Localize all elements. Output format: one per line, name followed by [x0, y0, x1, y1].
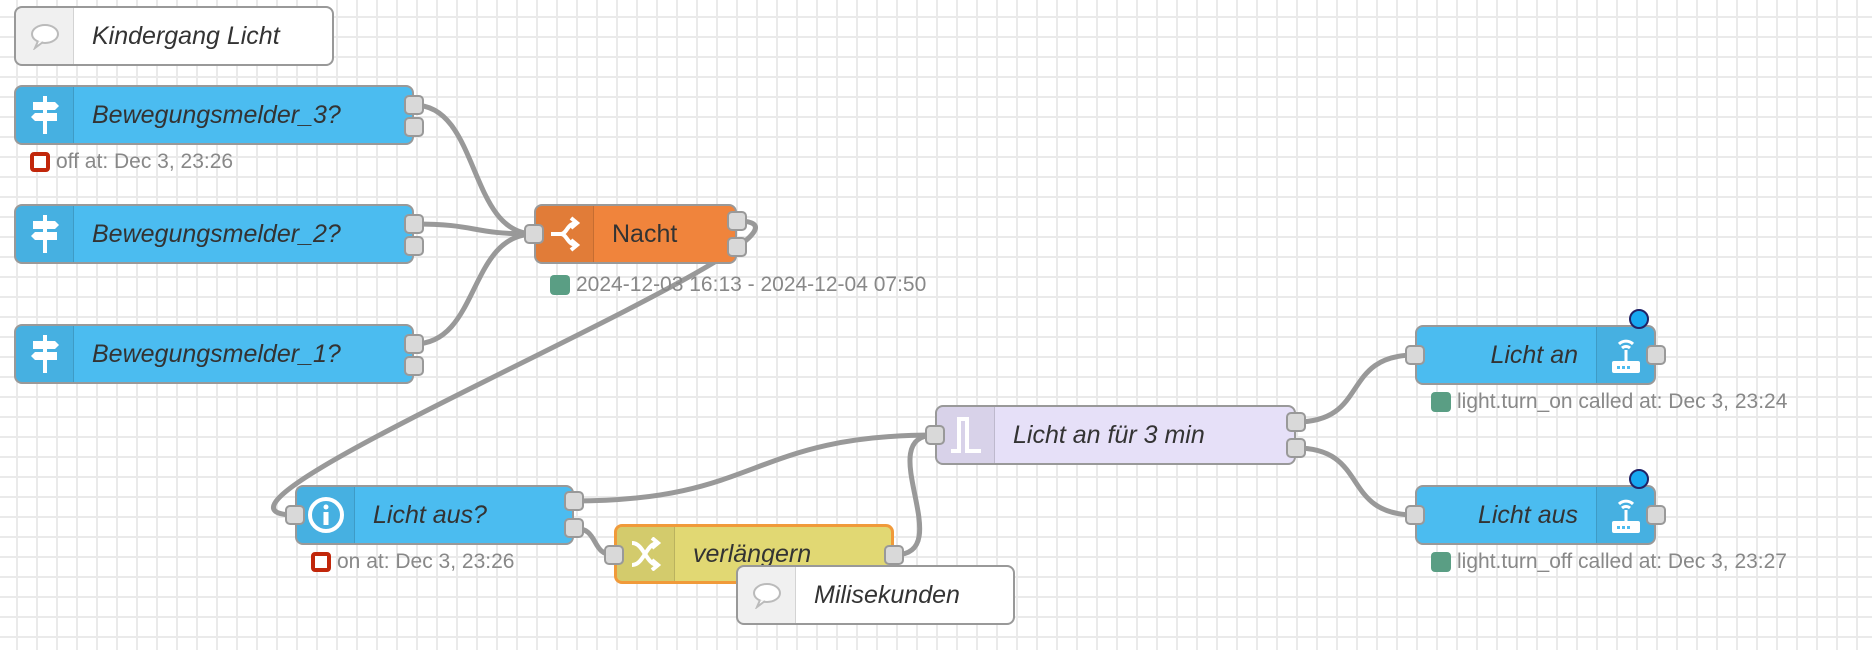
status-dot-icon [550, 275, 570, 295]
status-text: 2024-12-03 16:13 - 2024-12-04 07:50 [576, 273, 927, 296]
status-text: on at: Dec 3, 23:26 [337, 550, 515, 573]
state-node-bewegungsmelder-2[interactable]: Bewegungsmelder_2? [14, 204, 414, 264]
output-port[interactable] [564, 518, 584, 538]
status-text: light.turn_off called at: Dec 3, 23:27 [1457, 550, 1787, 573]
output-port[interactable] [564, 491, 584, 511]
output-port[interactable] [404, 236, 424, 256]
output-port[interactable] [1646, 505, 1666, 525]
comment-icon [738, 567, 796, 623]
node-label: Licht aus [1477, 500, 1578, 529]
input-port[interactable] [604, 545, 624, 565]
signpost-icon [16, 326, 74, 382]
router-icon [1596, 487, 1654, 543]
comment-label: Milisekunden [814, 580, 960, 609]
wire[interactable] [1295, 445, 1416, 518]
node-label: verlängern [693, 539, 812, 568]
wire[interactable] [413, 102, 535, 237]
output-port[interactable] [404, 334, 424, 354]
node-label: Licht aus? [373, 500, 487, 529]
switch-icon [536, 206, 594, 262]
shuffle-icon [617, 527, 675, 581]
node-status: light.turn_off called at: Dec 3, 23:27 [1431, 550, 1787, 574]
status-text: light.turn_on called at: Dec 3, 23:24 [1457, 390, 1788, 413]
output-port[interactable] [1286, 412, 1306, 432]
status-dot-icon [1431, 392, 1451, 412]
node-status: 2024-12-03 16:13 - 2024-12-04 07:50 [550, 273, 926, 297]
call-service-node-licht-an[interactable]: Licht an [1415, 325, 1656, 385]
comment-node-title[interactable]: Kindergang Licht [14, 6, 334, 66]
signpost-icon [16, 206, 74, 262]
status-ring-icon [30, 152, 50, 172]
wire[interactable] [893, 432, 936, 558]
comment-icon [16, 8, 74, 64]
wire[interactable] [413, 221, 535, 237]
output-port[interactable] [1286, 438, 1306, 458]
output-port[interactable] [404, 117, 424, 137]
node-label: Bewegungsmelder_1? [92, 339, 341, 368]
status-ring-icon [311, 552, 331, 572]
info-icon [297, 487, 355, 543]
node-status: off at: Dec 3, 23:26 [30, 150, 233, 174]
wire[interactable] [1295, 352, 1416, 425]
state-node-bewegungsmelder-3[interactable]: Bewegungsmelder_3? [14, 85, 414, 145]
input-port[interactable] [1405, 505, 1425, 525]
output-port[interactable] [1646, 345, 1666, 365]
node-label: Licht an für 3 min [1013, 420, 1205, 449]
node-status: on at: Dec 3, 23:26 [311, 550, 514, 574]
signpost-icon [16, 87, 74, 143]
node-label: Bewegungsmelder_2? [92, 219, 341, 248]
call-service-node-licht-aus[interactable]: Licht aus [1415, 485, 1656, 545]
trigger-node-licht-an-3min[interactable]: Licht an für 3 min [935, 405, 1296, 465]
node-label: Nacht [612, 219, 678, 248]
status-dot-icon [1431, 552, 1451, 572]
node-status: light.turn_on called at: Dec 3, 23:24 [1431, 390, 1787, 414]
input-port[interactable] [524, 224, 544, 244]
output-port[interactable] [884, 545, 904, 565]
trigger-pulse-icon [937, 407, 995, 463]
router-icon [1596, 327, 1654, 383]
output-port[interactable] [727, 237, 747, 257]
output-port[interactable] [404, 95, 424, 115]
input-port[interactable] [1405, 345, 1425, 365]
output-port[interactable] [404, 214, 424, 234]
input-port[interactable] [925, 425, 945, 445]
node-label: Bewegungsmelder_3? [92, 100, 341, 129]
comment-node-milisekunden[interactable]: Milisekunden [736, 565, 1015, 625]
output-port[interactable] [727, 211, 747, 231]
wire[interactable] [573, 432, 936, 504]
wire[interactable] [413, 231, 535, 347]
node-label: Licht an [1490, 340, 1578, 369]
changed-indicator-icon [1629, 469, 1649, 489]
input-port[interactable] [285, 505, 305, 525]
switch-node-nacht[interactable]: Nacht [534, 204, 737, 264]
state-node-bewegungsmelder-1[interactable]: Bewegungsmelder_1? [14, 324, 414, 384]
state-node-licht-aus-check[interactable]: Licht aus? [295, 485, 574, 545]
status-text: off at: Dec 3, 23:26 [56, 150, 234, 173]
comment-label: Kindergang Licht [92, 21, 280, 50]
output-port[interactable] [404, 356, 424, 376]
wire[interactable] [271, 218, 758, 518]
changed-indicator-icon [1629, 309, 1649, 329]
